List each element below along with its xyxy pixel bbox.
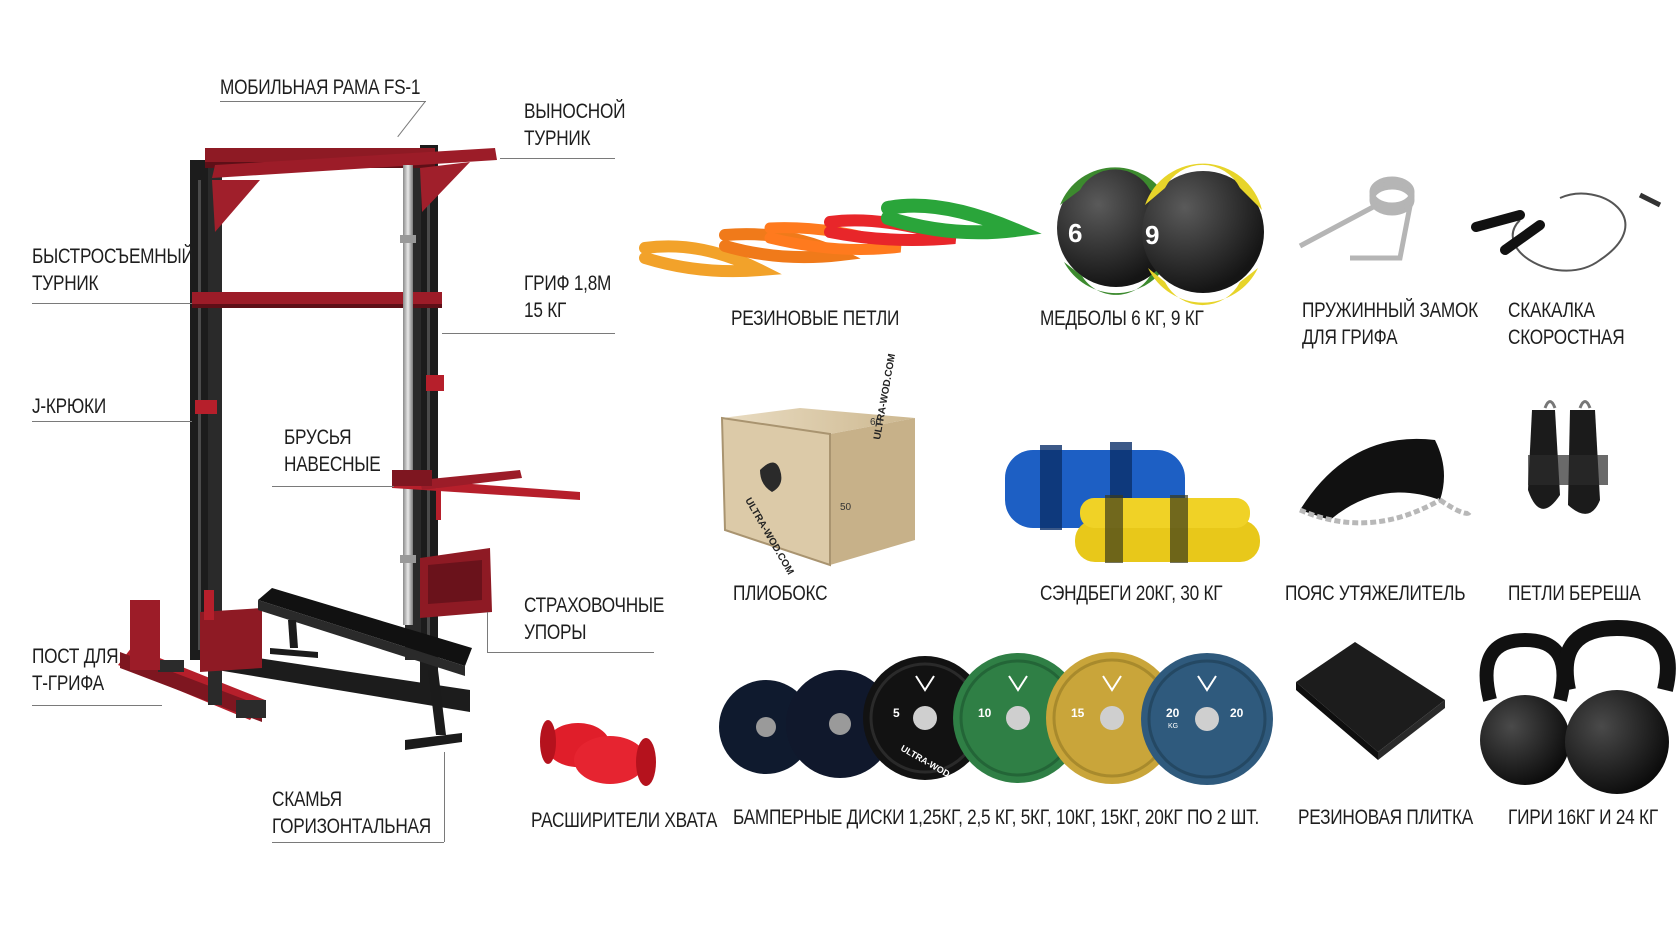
label-dip-belt: ПОЯС УТЯЖЕЛИТЕЛЬ bbox=[1285, 582, 1466, 605]
power-rack bbox=[118, 145, 580, 722]
grip-expanders bbox=[540, 720, 656, 786]
label-kettlebells: ГИРИ 16КГ И 24 КГ bbox=[1508, 806, 1658, 829]
jump-rope bbox=[1471, 192, 1662, 272]
callout-leader-bench bbox=[444, 752, 445, 842]
label-bench: СКАМЬЯ ГОРИЗОНТАЛЬНАЯ bbox=[272, 786, 431, 840]
barbell bbox=[403, 165, 413, 625]
label-t-bar-post: ПОСТ ДЛЯ Т-ГРИФА bbox=[32, 643, 119, 697]
label-quick-bar-line1: БЫСТРОСЪЕМНЫЙ bbox=[32, 245, 194, 268]
plyobox-number-50: 50 bbox=[840, 502, 852, 513]
callout-rule-j-hooks bbox=[32, 421, 192, 422]
ab-straps bbox=[1528, 400, 1608, 514]
label-quick-release-bar: БЫСТРОСЪЕМНЫЙ ТУРНИК bbox=[32, 243, 194, 297]
label-collar-line1: ПРУЖИННЫЙ ЗАМОК bbox=[1302, 299, 1478, 322]
callout-rule-quick-bar bbox=[32, 303, 192, 304]
label-rope-line2: СКОРОСТНАЯ bbox=[1508, 326, 1625, 349]
label-plyobox: ПЛИОБОКС bbox=[733, 582, 828, 605]
sandbags bbox=[1005, 442, 1260, 563]
label-t-bar-line1: ПОСТ ДЛЯ bbox=[32, 645, 119, 668]
bumper-plates: 5 10 15 20 20 KG ULTRA-WOD.COM bbox=[719, 652, 1273, 791]
rack-base-rear bbox=[205, 650, 470, 712]
quick-release-bar bbox=[192, 292, 442, 304]
kettlebells bbox=[1479, 619, 1676, 794]
label-bumper-plates: БАМПЕРНЫЕ ДИСКИ 1,25КГ, 2,5 КГ, 5КГ, 10К… bbox=[733, 806, 1260, 829]
callout-rule-outrigger bbox=[500, 158, 615, 159]
label-quick-bar-line2: ТУРНИК bbox=[32, 272, 99, 295]
label-resistance-bands: РЕЗИНОВЫЕ ПЕТЛИ bbox=[731, 307, 900, 330]
label-safety-spotters: СТРАХОВОЧНЫЕ УПОРЫ bbox=[524, 592, 664, 646]
callout-rule-t-bar bbox=[32, 705, 162, 706]
label-spring-collar: ПРУЖИННЫЙ ЗАМОК ДЛЯ ГРИФА bbox=[1302, 297, 1478, 351]
spring-collar bbox=[1298, 176, 1415, 261]
outrigger-pullup-bar bbox=[212, 148, 497, 178]
callout-leader-safety bbox=[487, 612, 488, 652]
plate-10-number: 10 bbox=[978, 706, 992, 720]
label-mobile-frame: МОБИЛЬНАЯ РАМА FS-1 bbox=[220, 76, 421, 99]
medicine-balls: 6 9 bbox=[1057, 163, 1264, 306]
label-safety-line2: УПОРЫ bbox=[524, 621, 587, 644]
callout-rule-bench bbox=[272, 842, 444, 843]
label-bench-line2: ГОРИЗОНТАЛЬНАЯ bbox=[272, 815, 431, 838]
medball-6-number: 6 bbox=[1068, 218, 1082, 248]
label-grip-expanders: РАСШИРИТЕЛИ ХВАТА bbox=[531, 809, 718, 832]
dip-belt bbox=[1299, 438, 1473, 526]
plyobox-number-60: 60 bbox=[870, 417, 882, 428]
label-dip-bars-line2: НАВЕСНЫЕ bbox=[284, 453, 381, 476]
callout-rule-barbell bbox=[442, 333, 615, 334]
bench-pad bbox=[258, 588, 472, 666]
label-jump-rope: СКАКАЛКА СКОРОСТНАЯ bbox=[1508, 297, 1625, 351]
callout-rule-safety bbox=[487, 652, 654, 653]
rubber-tile bbox=[1296, 642, 1445, 760]
medball-9-number: 9 bbox=[1145, 220, 1159, 250]
label-outrigger-bar: ВЫНОСНОЙ ТУРНИК bbox=[524, 98, 625, 152]
label-collar-line2: ДЛЯ ГРИФА bbox=[1302, 326, 1398, 349]
j-hook-left bbox=[195, 400, 217, 414]
plate-20-number-right: 20 bbox=[1230, 706, 1244, 720]
callout-rule-dip-bars bbox=[272, 486, 394, 487]
plate-kg-unit: KG bbox=[1168, 723, 1178, 730]
j-hook-right bbox=[426, 375, 444, 391]
label-t-bar-line2: Т-ГРИФА bbox=[32, 672, 104, 695]
label-rubber-tile: РЕЗИНОВАЯ ПЛИТКА bbox=[1298, 806, 1473, 829]
plate-5-number: 5 bbox=[893, 706, 900, 720]
label-barbell-line2: 15 КГ bbox=[524, 299, 567, 322]
plate-20-number: 20 bbox=[1166, 706, 1180, 720]
label-barbell-line1: ГРИФ 1,8М bbox=[524, 272, 612, 295]
resistance-bands bbox=[639, 198, 1042, 278]
plate-15-number: 15 bbox=[1071, 706, 1085, 720]
label-sandbags: СЭНДБЕГИ 20КГ, 30 КГ bbox=[1040, 582, 1223, 605]
flat-bench bbox=[258, 588, 472, 750]
t-bar-post bbox=[200, 608, 262, 672]
label-rope-line1: СКАКАЛКА bbox=[1508, 299, 1595, 322]
label-dip-bars: БРУСЬЯ НАВЕСНЫЕ bbox=[284, 424, 381, 478]
label-safety-line1: СТРАХОВОЧНЫЕ bbox=[524, 594, 665, 617]
callout-rule-mobile-frame bbox=[220, 101, 426, 102]
label-j-hooks: J-КРЮКИ bbox=[32, 395, 106, 418]
label-bench-line1: СКАМЬЯ bbox=[272, 788, 342, 811]
plyo-box: ULTRA-WOD.COM ULTRA-WOD.COM 50 60 bbox=[720, 353, 915, 577]
label-outrigger-bar-line2: ТУРНИК bbox=[524, 127, 591, 150]
label-barbell: ГРИФ 1,8М 15 КГ bbox=[524, 270, 611, 324]
label-outrigger-bar-line1: ВЫНОСНОЙ bbox=[524, 100, 626, 123]
label-medballs: МЕДБОЛЫ 6 КГ, 9 КГ bbox=[1040, 307, 1204, 330]
label-ab-straps: ПЕТЛИ БЕРЕША bbox=[1508, 582, 1641, 605]
label-dip-bars-line1: БРУСЬЯ bbox=[284, 426, 352, 449]
